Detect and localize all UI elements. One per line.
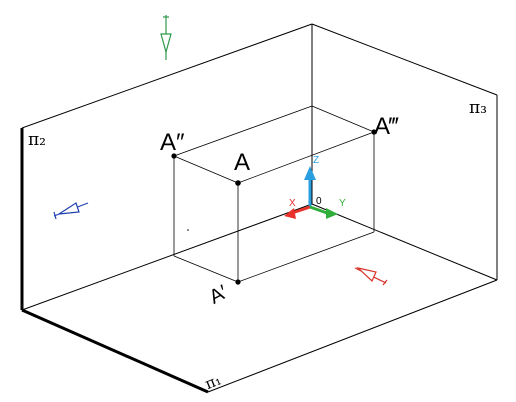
x-axis-arrowhead [284,208,296,219]
point-a-triple-prime [371,129,377,135]
pi2-top-edge [21,23,313,129]
axis-label-x: X [289,198,296,209]
label-pi3: π₃ [469,98,487,118]
pi1-pi2-back-edge [21,203,313,311]
planes-frame [20,23,498,394]
box-edge [311,105,375,133]
pi2-pi1-fold-edge [21,308,209,394]
view-arrow-right-head [355,266,377,283]
view-arrow-left-tick [53,211,57,220]
label-pi2: π₂ [28,130,46,150]
view-arrow-top-head [160,33,172,55]
view-arrow-left [53,202,89,220]
box-edge [237,231,375,283]
z-axis-arrowhead [304,166,316,180]
axis-label-y: Y [339,198,346,209]
box-edge [173,155,239,184]
pi1-front-edge [207,279,498,393]
view-arrow-top [160,15,172,60]
view-arrow-right-tick [382,279,388,286]
projection-box [173,105,375,283]
point-a [235,180,241,186]
view-arrow-left-head [58,202,80,215]
label-pi1: π₁ [202,370,223,393]
axes-gizmo: Z X Y 0 [284,155,346,219]
small-dot [187,229,189,231]
point-a-double-prime [171,153,177,159]
label-a: A [234,149,250,176]
label-a-prime: A′ [206,281,232,309]
points [171,129,377,285]
box-edge [173,105,313,157]
box-edge [173,255,239,283]
label-a-triple-prime: A‴ [374,113,399,140]
label-a-double-prime: A″ [160,129,185,156]
y-axis-arrowhead [326,208,338,219]
point-a-prime [235,279,241,285]
pi3-top-edge [311,23,498,96]
axis-origin-label: 0 [316,196,322,207]
pi1-pi3-back-edge [311,203,498,281]
view-arrow-right [354,266,388,286]
box-edge [237,131,375,184]
axis-label-z: Z [313,155,319,166]
